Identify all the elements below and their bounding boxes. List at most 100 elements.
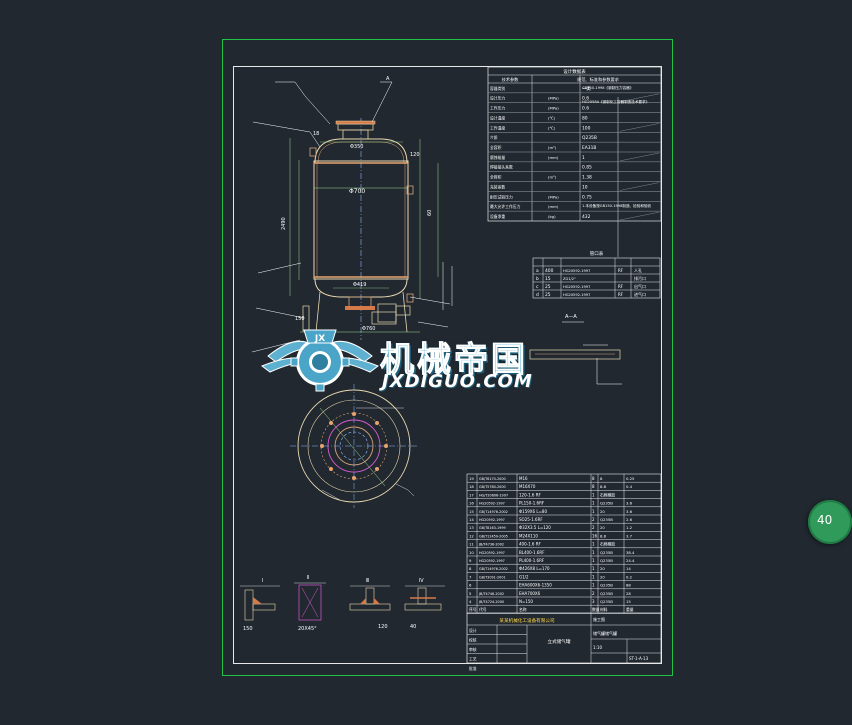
bom-row-code: HG20592-1997 <box>479 502 505 506</box>
nozzle-dn: 25 <box>545 292 551 298</box>
bom-row-material: Q235B <box>600 591 613 596</box>
bom-row-name: M16 <box>519 476 528 481</box>
title-block: 某某机械化工设备有限公司设计校核审核工艺批准立式储气罐施工图储气罐储气罐1:10… <box>466 612 662 671</box>
weld-label-2: Ⅱ <box>307 575 309 581</box>
bom-row-material: Q235B <box>600 517 613 522</box>
design-data-table: 设计数据表技术参数规范、标准和参数要求容器类别一类设计压力(MPa)0.6工作压… <box>487 66 662 257</box>
bom-row-no: 13 <box>469 525 474 530</box>
weld-label-1: Ⅰ <box>262 578 263 584</box>
vessel-elevation-view: Φ700 2490 Φ350 Φ419 Φ760 A 18 120 150 60 <box>251 76 453 353</box>
spec-col-header: 规范、标准和参数要求 <box>577 76 620 83</box>
weld-dim-4: 40 <box>410 624 416 630</box>
bom-row-material: 石棉橡胶 <box>600 542 615 547</box>
bom-row-weight: 3.7 <box>626 533 633 538</box>
bom-row-material: Q235B <box>600 583 613 588</box>
watermark-logo: JX <box>260 329 380 392</box>
nozzle-dn: 400 <box>545 268 554 274</box>
nozzle-mark: b <box>536 276 539 282</box>
section-detail-a: A—A <box>529 314 622 385</box>
bom-row-code: GB/T6170-2000 <box>479 477 506 481</box>
title-drawing-no: ST-1-A-13 <box>629 656 649 661</box>
bom-row-weight: 0.25 <box>626 476 635 481</box>
bom-row-material: 20 <box>600 509 605 514</box>
bom-row-no: 17 <box>469 492 474 497</box>
bom-header-no: 序号 <box>469 607 477 612</box>
spec-row-label: 设备净重 <box>490 214 505 219</box>
spec-row-label: 设计压力 <box>490 96 505 101</box>
spec-row-label: 最大允许工作压力 <box>490 204 521 209</box>
spec-row-unit: (MPa) <box>548 96 559 101</box>
nozzle-dn: 15 <box>545 276 551 282</box>
spec-row-label: 设计温度 <box>490 115 505 120</box>
spec-row-label: 腐蚀裕量 <box>490 155 505 160</box>
bom-row-no: 4 <box>469 599 472 604</box>
bom-row-name: SO25-1.6RF <box>519 517 543 522</box>
bom-row-material: 20 <box>600 525 605 530</box>
elev-dim-shell-dia: Φ700 <box>349 188 365 195</box>
bom-row-qty: 8 <box>592 476 595 481</box>
bom-row-name: Φ159X6 L=80 <box>519 509 547 514</box>
floating-action-button[interactable]: 40 <box>808 500 852 544</box>
spec-row-value: 80 <box>582 115 588 121</box>
watermark-title: 机械帝国 <box>380 340 528 381</box>
spec-row-value: 0.6 <box>582 106 589 112</box>
nozzle-face: RF <box>618 284 624 289</box>
bom-row-code: JB/T4746-2002 <box>478 592 504 596</box>
spec-standard-note: HG20584《钢制化工容器制造技术要求》 <box>582 99 649 104</box>
bom-row-material: Q235B <box>600 558 613 563</box>
bom-row-code: JB/T4736-2002 <box>478 543 504 547</box>
spec-row-unit: (mm) <box>548 204 559 209</box>
bom-row-name: 400-1.6 RF <box>519 542 541 547</box>
nozzle-use: 进气口 <box>634 291 646 297</box>
bom-row-code: HG20592-1997 <box>479 551 505 555</box>
bom-row-name: M24X110 <box>519 533 538 538</box>
bom-row-no: 9 <box>469 558 472 563</box>
spec-bottom-note: 1.本设备按GB150-1998制造、检验和验收 <box>582 203 652 208</box>
spec-row-value: Q235B <box>582 135 597 141</box>
bom-header-qty: 数量 <box>592 607 600 612</box>
spec-row-value: 1 <box>582 155 585 161</box>
weld-label-3: Ⅲ <box>366 578 369 584</box>
bom-row-name: PL150-1.6RF <box>519 501 545 506</box>
bom-row-code: GB/T3091-2001 <box>479 575 506 579</box>
bom-row-code: GB/T8163-1999 <box>479 526 506 530</box>
spec-row-value: 432 <box>582 214 591 220</box>
bom-row-qty: 1 <box>592 566 595 571</box>
bom-row-no: 11 <box>469 542 474 547</box>
spec-row-unit: (m³) <box>548 145 557 150</box>
vessel-plan-view <box>290 384 418 508</box>
title-role-label: 批准 <box>469 666 477 671</box>
weld-detail-3 <box>349 585 391 611</box>
svg-text:JX: JX <box>314 334 325 344</box>
bom-row-no: 14 <box>469 517 474 522</box>
spec-row-value: 0.75 <box>582 194 592 200</box>
bom-row-qty: 1 <box>592 509 595 514</box>
cad-viewport[interactable]: Φ700 2490 Φ350 Φ419 Φ760 A 18 120 150 60… <box>0 0 827 725</box>
bom-row-name: N=150 <box>519 599 533 604</box>
bom-row-no: 7 <box>469 574 472 579</box>
bom-header-name: 名称 <box>519 607 527 612</box>
weld-detail-4 <box>404 585 445 611</box>
bom-row-weight: 28 <box>626 591 631 596</box>
bom-row-code: HG20592-1997 <box>479 518 505 522</box>
bom-row-qty: 2 <box>592 525 595 530</box>
bom-row-weight: 14 <box>626 566 631 571</box>
bom-row-name: EHA600X6-1350 <box>519 583 552 588</box>
bom-row-no: 6 <box>469 583 472 588</box>
bom-row-qty: 2 <box>592 591 595 596</box>
bom-header-material: 材料 <box>600 607 608 612</box>
spec-standard-note: GB150-1998《钢制压力容器》 <box>582 85 633 90</box>
title-scale: 1:10 <box>593 645 602 650</box>
bom-row-weight: 0.4 <box>626 484 633 489</box>
spec-row-value: 0.6 <box>582 96 589 102</box>
bom-header-weight: 重量 <box>626 607 634 612</box>
spec-row-label: 介质 <box>490 135 498 140</box>
bom-row-weight: 0.2 <box>626 574 633 579</box>
nozzle-use: 人孔 <box>634 267 642 273</box>
elev-dim-60: 60 <box>427 210 433 216</box>
spec-row-label: 全容积 <box>490 175 502 180</box>
elev-dim-150: 150 <box>295 316 305 322</box>
nozzle-standard: HG20592-1997 <box>563 269 590 273</box>
bom-row-material: 8.8 <box>600 533 607 538</box>
